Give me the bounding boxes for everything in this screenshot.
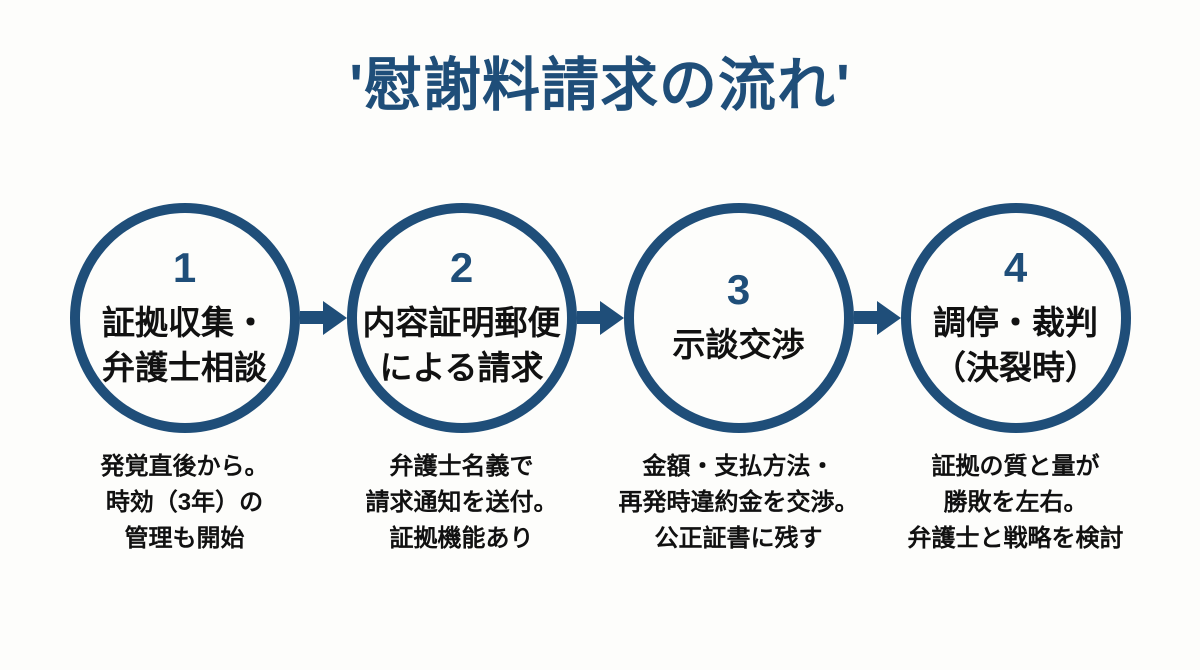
step-2-circle: 2 内容証明郵便 による請求 <box>346 202 577 433</box>
step-3-label: 示談交渉 <box>672 326 805 364</box>
arrow-right-icon <box>853 300 901 335</box>
step-1-number: 1 <box>172 243 197 291</box>
step-4-circle: 4 調停・裁判 （決裂時） <box>900 202 1131 433</box>
step-2: 2 内容証明郵便 による請求 弁護士名義で 請求通知を送付。 証拠機能あり <box>346 202 577 557</box>
arrow-head <box>876 300 901 335</box>
arrow-right-icon <box>299 300 347 335</box>
step-2-number: 2 <box>449 243 474 291</box>
step-2-label: 内容証明郵便 による請求 <box>362 303 561 386</box>
step-1: 1 証拠収集・ 弁護士相談 発覚直後から。 時効（3年）の 管理も開始 <box>69 202 300 557</box>
step-3-number: 3 <box>726 265 751 313</box>
arrow-head <box>322 300 347 335</box>
arrow-head <box>599 300 624 335</box>
page-title: '慰謝料請求の流れ' <box>349 53 851 118</box>
step-4-description: 証拠の質と量が 勝敗を左右。 弁護士と戦略を検討 <box>907 452 1124 552</box>
process-flow: 1 証拠収集・ 弁護士相談 発覚直後から。 時効（3年）の 管理も開始 2 内容… <box>0 202 1200 557</box>
arrow-shaft <box>853 311 878 324</box>
claim-flow-infographic: '慰謝料請求の流れ' 1 証拠収集・ 弁護士相談 発覚直後から。 時効（3年）の… <box>0 50 1200 670</box>
step-2-description: 弁護士名義で 請求通知を送付。 証拠機能あり <box>365 452 558 552</box>
step-3: 3 示談交渉 金額・支払方法・ 再発時違約金を交渉。 公正証書に残す <box>619 202 859 557</box>
step-1-description: 発覚直後から。 時効（3年）の 管理も開始 <box>100 452 269 552</box>
step-4-label: 調停・裁判 （決裂時） <box>933 303 1098 386</box>
step-3-description: 金額・支払方法・ 再発時違約金を交渉。 公正証書に残す <box>618 452 859 552</box>
step-4-number: 4 <box>1003 243 1028 291</box>
arrow-shaft <box>299 311 324 324</box>
arrow-right-icon <box>576 300 624 335</box>
step-3-circle: 3 示談交渉 <box>623 202 854 433</box>
step-4: 4 調停・裁判 （決裂時） 証拠の質と量が 勝敗を左右。 弁護士と戦略を検討 <box>900 202 1131 557</box>
arrow-shaft <box>576 311 601 324</box>
step-1-label: 証拠収集・ 弁護士相談 <box>102 303 267 386</box>
step-1-circle: 1 証拠収集・ 弁護士相談 <box>69 202 300 433</box>
